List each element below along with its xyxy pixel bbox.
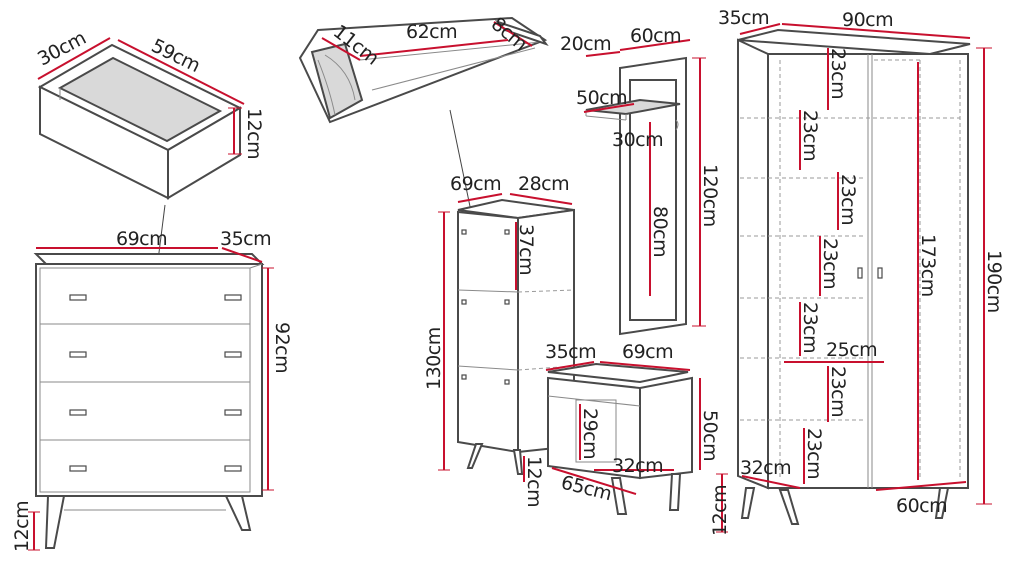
label-wardrobe-shelf-1: 23cm (827, 48, 849, 99)
label-wardrobe-inner-width: 60cm (896, 495, 947, 517)
label-hanger-height: 120cm (699, 164, 721, 227)
label-chest-height: 92cm (271, 322, 293, 373)
label-bench-length: 65cm (559, 472, 614, 506)
chest-of-drawers-illustration (33, 253, 265, 549)
label-drawer-height: 12cm (243, 108, 265, 159)
label-tall-height: 130cm (423, 327, 445, 390)
label-wardrobe-height: 190cm (983, 250, 1005, 313)
label-hanger-mirror: 80cm (649, 206, 671, 257)
label-wardrobe-depth: 35cm (718, 7, 769, 29)
chest-dimensions (28, 247, 274, 551)
label-wardrobe-shelf-4: 23cm (819, 238, 841, 289)
coat-hanger-illustration (585, 56, 687, 336)
bench-illustration (547, 362, 693, 515)
coat-hanger-dimensions (583, 39, 706, 327)
label-tall-shelf: 37cm (515, 224, 537, 275)
label-bench-width: 69cm (622, 341, 673, 363)
label-shoe-width: 62cm (406, 21, 457, 43)
tall-cabinet-dimensions (438, 193, 573, 482)
drawer-dimensions (37, 37, 245, 155)
label-wardrobe-shelf-width: 25cm (826, 339, 877, 361)
label-hanger-shelf: 50cm (576, 87, 627, 109)
label-wardrobe-shelf-5: 23cm (799, 302, 821, 353)
label-tall-depth: 28cm (518, 173, 569, 195)
label-bench-inner-width: 32cm (612, 455, 663, 477)
label-hanger-width: 60cm (630, 25, 681, 47)
label-hanger-depth: 20cm (560, 33, 611, 55)
label-wardrobe-legs: 12cm (709, 485, 731, 536)
label-wardrobe-inner-height: 173cm (917, 234, 939, 297)
label-hanger-hooks: 30cm (612, 129, 663, 151)
label-wardrobe-inner-depth: 32cm (740, 457, 791, 479)
label-chest-width: 69cm (116, 228, 167, 250)
wardrobe-illustration (737, 28, 971, 525)
label-bench-inner-height: 29cm (579, 408, 601, 459)
label-wardrobe-shelf-2: 23cm (799, 110, 821, 161)
shoe-cabinet-dimensions (321, 21, 533, 61)
label-bench-height: 50cm (699, 410, 721, 461)
drawer-illustration (37, 43, 243, 200)
label-wardrobe-width: 90cm (842, 9, 893, 31)
label-chest-legs: 12cm (11, 501, 33, 552)
bench-dimensions (545, 361, 728, 533)
label-wardrobe-shelf-6: 23cm (827, 366, 849, 417)
label-wardrobe-shelf-3: 23cm (837, 174, 859, 225)
label-bench-legs: 12cm (523, 456, 545, 507)
shoe-cabinet-illustration (298, 16, 549, 124)
label-tall-width: 69cm (450, 173, 501, 195)
label-bench-depth: 35cm (545, 341, 596, 363)
label-chest-depth: 35cm (220, 228, 271, 250)
wardrobe-dimensions (739, 23, 992, 505)
label-wardrobe-shelf-7: 23cm (803, 428, 825, 479)
